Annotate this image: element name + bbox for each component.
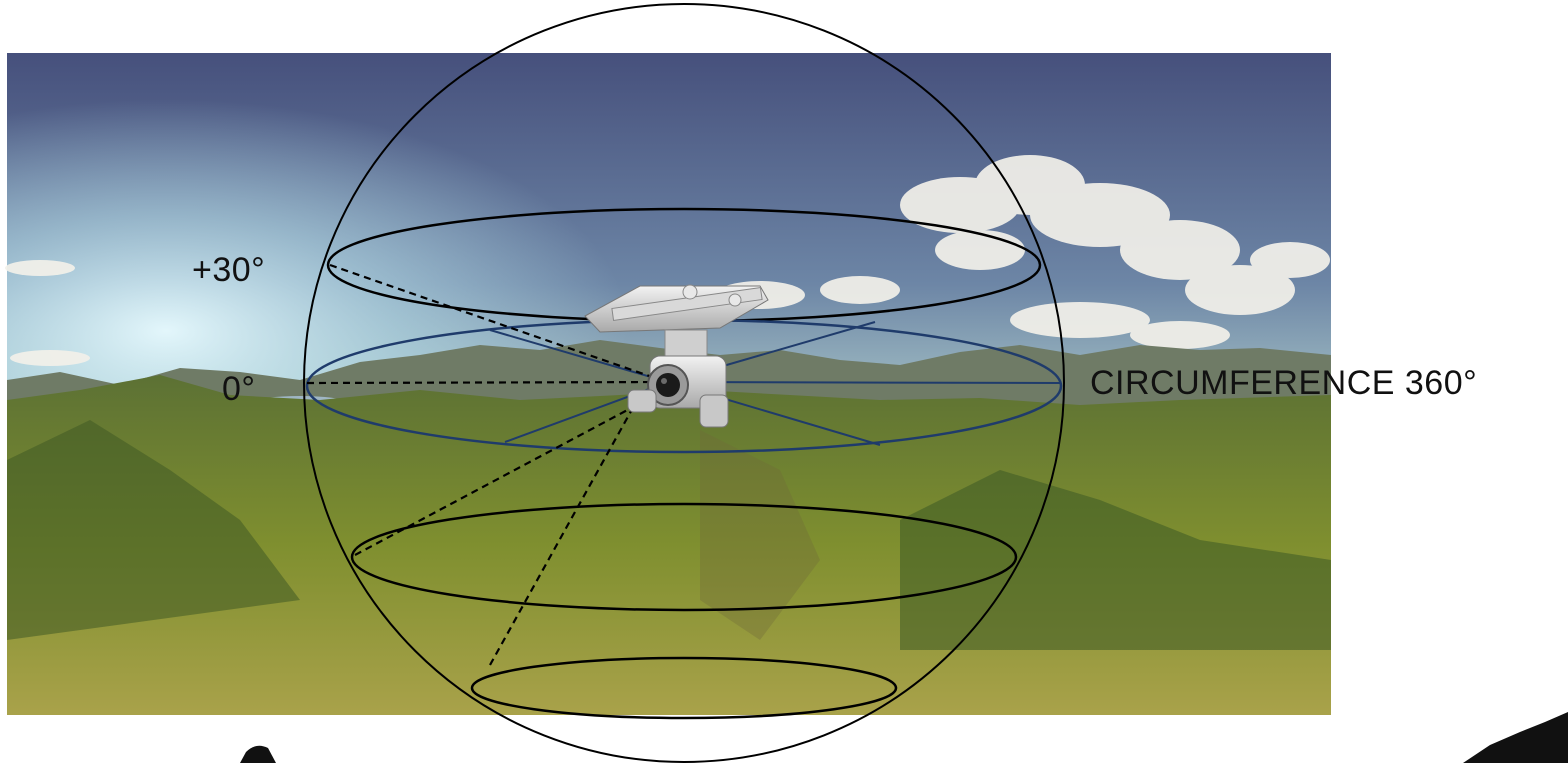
forest-ridge-right — [900, 470, 1331, 650]
forest-ridge — [7, 420, 300, 640]
valley-shadow — [700, 430, 820, 640]
elevation-horizon-label: 0° — [222, 370, 256, 408]
dark-shape-icon — [240, 745, 276, 763]
ring-bottom — [470, 656, 898, 720]
drone-gimbal-camera-icon — [584, 284, 769, 428]
elevation-plus30-label: +30° — [192, 251, 266, 289]
dark-mountain-silhouette-icon — [1463, 712, 1568, 763]
circumference-label: CIRCUMFERENCE 360° — [1090, 364, 1478, 402]
elevation-dashed-lines — [306, 263, 669, 666]
view-sphere — [303, 3, 1065, 763]
clouds — [5, 155, 1330, 366]
ring-lower — [350, 502, 1018, 612]
